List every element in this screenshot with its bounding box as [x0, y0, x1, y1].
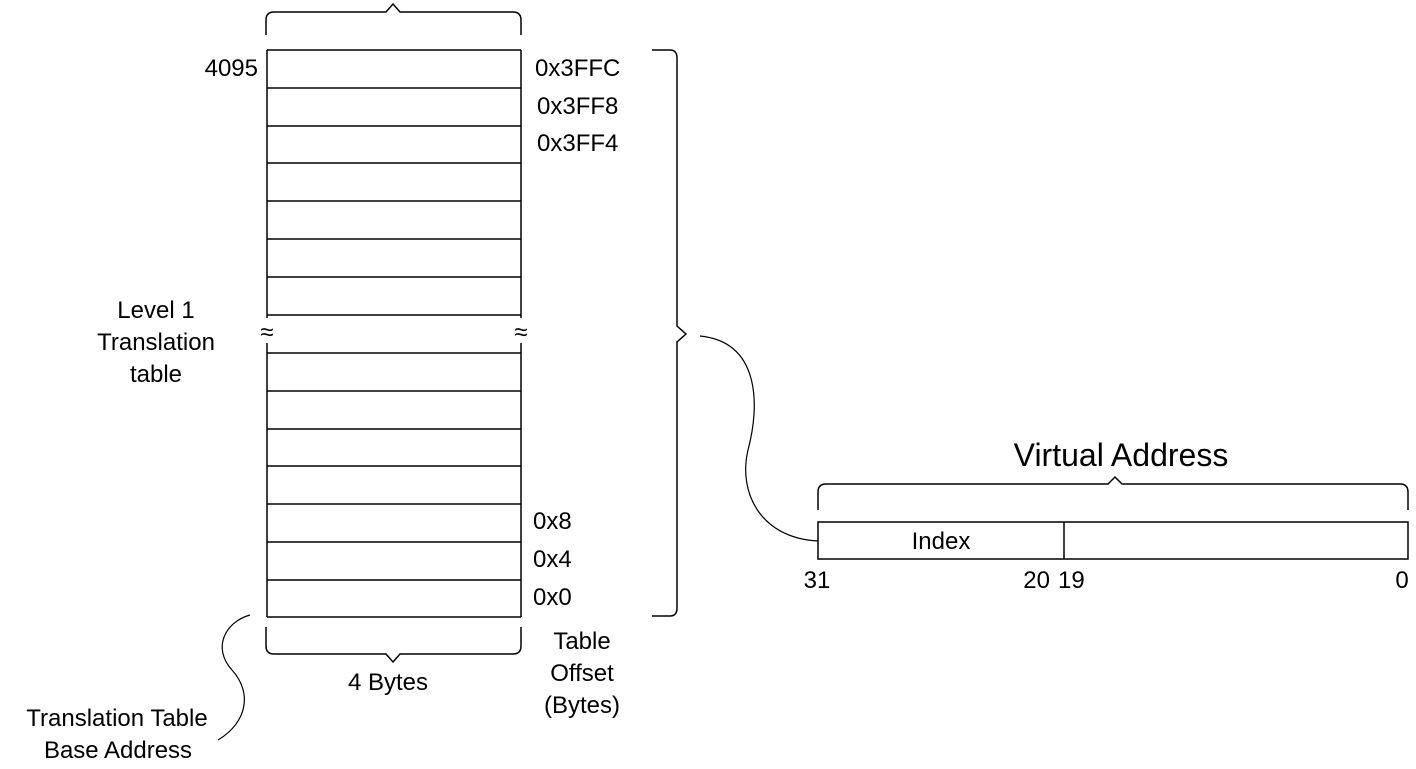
- index-field-label: Index: [912, 528, 971, 555]
- virtual-address-register: [817, 521, 1409, 560]
- table-break-mark-left: ≈: [260, 319, 273, 346]
- bit-label-20: 20: [1023, 567, 1050, 594]
- offset-title-line-1: Table: [553, 628, 610, 655]
- virtual-address-title: Virtual Address: [1014, 437, 1229, 473]
- offset-label-0: 0x0: [533, 584, 572, 611]
- index-connector-curve: [699, 335, 819, 542]
- table-bottom-brace: [265, 627, 522, 664]
- table-name-line-1: Level 1: [117, 297, 194, 324]
- base-address-connector: [217, 614, 251, 741]
- bit-label-19: 19: [1058, 567, 1085, 594]
- offset-label-4: 0x4: [533, 546, 572, 573]
- table-row-lines: [267, 49, 521, 618]
- virtual-address-brace: [817, 475, 1409, 510]
- table-range-brace: [652, 49, 688, 617]
- bit-label-0: 0: [1395, 567, 1408, 594]
- base-address-line-2: Base Address: [44, 737, 192, 764]
- base-address-line-1: Translation Table: [26, 705, 207, 732]
- offset-label-8: 0x8: [533, 508, 572, 535]
- offset-title-line-2: Offset: [550, 660, 614, 687]
- offset-label-3ff4: 0x3FF4: [537, 130, 618, 157]
- bit-label-31: 31: [804, 567, 831, 594]
- table-top-brace: [265, 2, 522, 35]
- offset-label-3ffc: 0x3FFC: [535, 55, 620, 82]
- entry-width-label: 4 Bytes: [348, 669, 428, 696]
- offset-label-3ff8: 0x3FF8: [537, 93, 618, 120]
- offset-title-line-3: (Bytes): [544, 692, 620, 719]
- table-name-line-3: table: [130, 361, 182, 388]
- top-entry-index-label: 4095: [205, 55, 258, 82]
- table-break-mark-right: ≈: [514, 319, 527, 346]
- table-name-line-2: Translation: [97, 329, 215, 356]
